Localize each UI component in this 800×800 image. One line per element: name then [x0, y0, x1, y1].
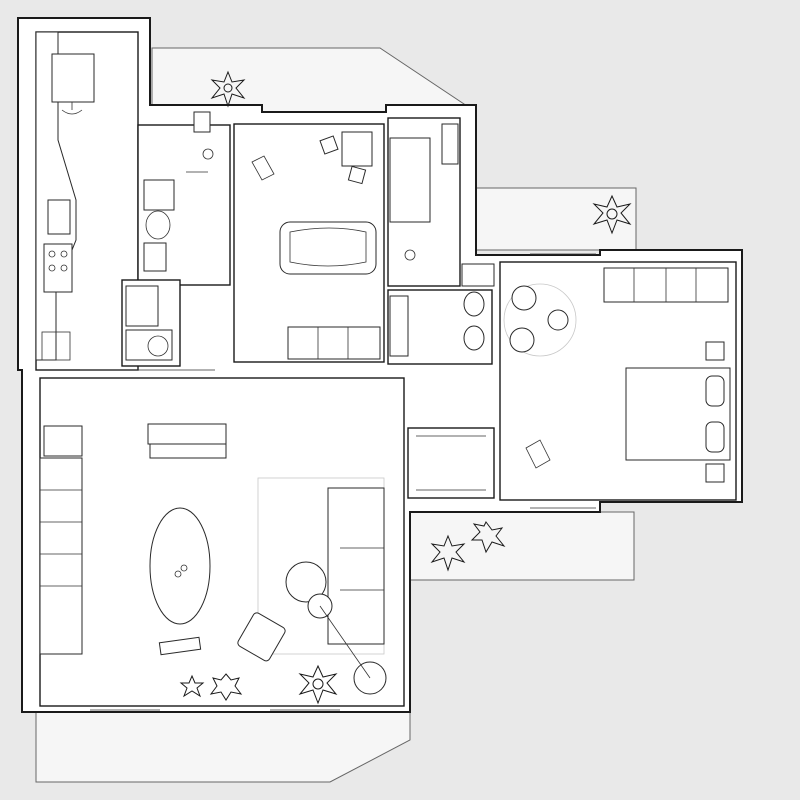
bathroom-2 — [387, 117, 461, 287]
plant-icon-terrace-1 — [430, 534, 466, 572]
bidet-icon — [463, 325, 485, 351]
washing-machine-icon — [125, 329, 173, 361]
bathroom-1 — [137, 111, 231, 286]
sofa-icon — [327, 487, 385, 645]
dining-table-icon — [149, 507, 211, 625]
sink-icon — [47, 199, 71, 235]
bathtub-icon — [389, 137, 431, 223]
media-unit-icon — [147, 423, 227, 445]
windows — [90, 253, 596, 711]
sink-icon — [143, 242, 167, 272]
chair-icon — [61, 102, 83, 115]
sink-icon — [389, 295, 409, 357]
kitchen — [35, 31, 215, 371]
plant-icon-east — [592, 194, 632, 235]
sofa-icon — [287, 326, 381, 360]
living-dining — [39, 377, 405, 707]
bidet-icon — [145, 210, 171, 240]
storage-wall — [39, 457, 83, 655]
walk-in-closet — [407, 427, 495, 499]
plant-icon-living-2 — [209, 673, 243, 701]
armchair-icon — [237, 612, 286, 662]
plant-icon-terrace-2 — [470, 521, 506, 554]
kitchen-table-icon — [51, 53, 95, 103]
cooktop-icon — [43, 243, 73, 293]
bedroom-1 — [233, 123, 385, 363]
plant-icon-north — [210, 70, 246, 108]
master-bedroom — [499, 261, 737, 501]
plant-icon-living-3 — [298, 664, 338, 705]
bathtub-icon — [279, 221, 377, 275]
chair-icon — [251, 155, 275, 181]
plant-icon-living-1 — [179, 674, 205, 698]
bathroom-3 — [387, 263, 495, 365]
toilet-icon — [463, 291, 485, 317]
south-terrace — [35, 711, 411, 783]
chair-icon — [525, 439, 551, 469]
toilet-icon — [143, 179, 175, 211]
laundry — [121, 279, 181, 367]
east-terrace — [475, 187, 637, 251]
desk-icon — [341, 131, 373, 167]
